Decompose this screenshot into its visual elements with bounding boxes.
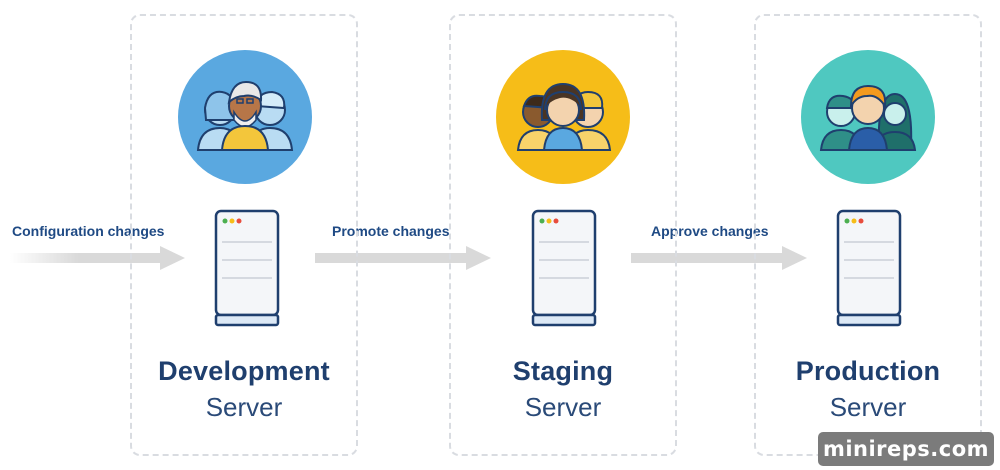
stage-production-subtitle: Server	[829, 392, 907, 422]
arrow-label-approve-changes: Approve changes	[651, 223, 769, 239]
developers-group-icon	[178, 50, 312, 184]
stage-staging-title: Staging	[512, 356, 614, 386]
arrow-label-promote-changes: Promote changes	[332, 223, 450, 239]
stage-development-title: Development	[158, 356, 330, 386]
arrow-configuration-changes	[10, 246, 185, 270]
arrow-label-configuration-changes: Configuration changes	[12, 223, 165, 239]
production-server-icon	[834, 208, 904, 332]
stage-development-panel	[130, 14, 358, 456]
stage-staging-subtitle: Server	[524, 392, 602, 422]
arrow-approve-changes	[631, 246, 807, 270]
stage-staging-panel	[449, 14, 677, 456]
watermark: minireps.com	[818, 432, 994, 466]
testers-group-icon	[496, 50, 630, 184]
stage-development-subtitle: Server	[205, 392, 283, 422]
stage-production-title: Production	[795, 356, 941, 386]
development-server-icon	[212, 208, 282, 332]
arrow-promote-changes	[315, 246, 491, 270]
staging-server-icon	[529, 208, 599, 332]
users-group-icon	[801, 50, 935, 184]
